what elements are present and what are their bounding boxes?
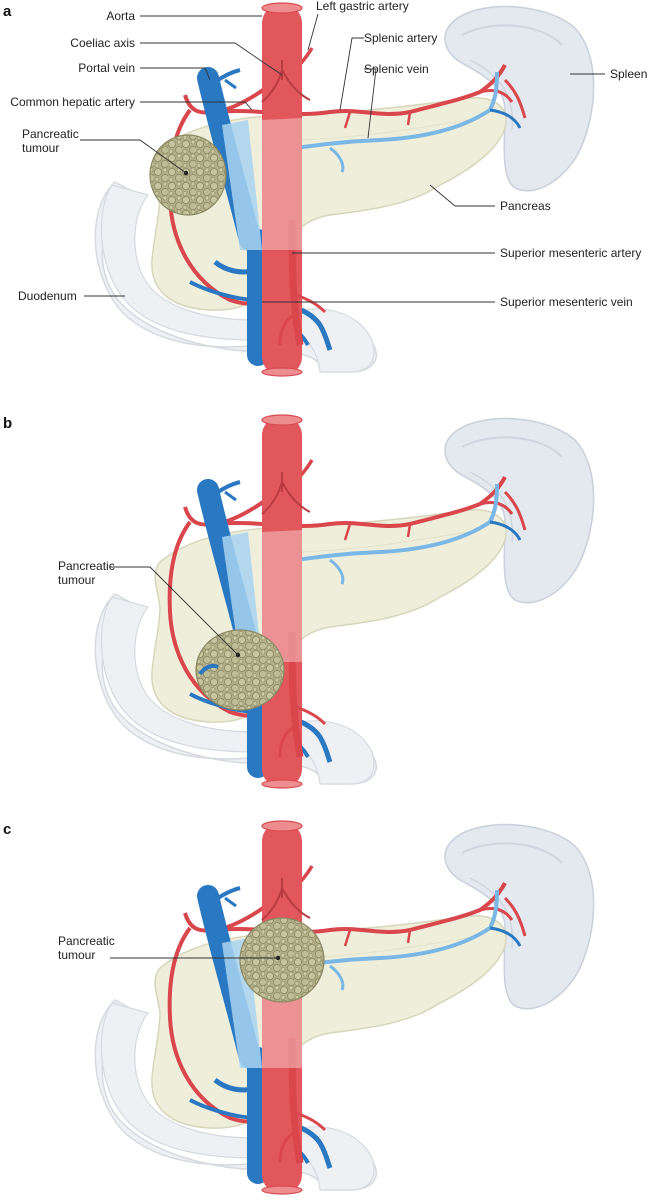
label-pancreatic-tumour-1: Pancreatic <box>58 934 115 948</box>
panel-a: a Aorta Coeliac axis Portal vein Common … <box>3 0 647 376</box>
label-pancreatic-tumour-2: tumour <box>58 948 95 962</box>
label-left-gastric-artery: Left gastric artery <box>316 0 409 13</box>
panel-letter: a <box>3 3 12 20</box>
panel-letter: b <box>3 415 12 432</box>
tumour-shape <box>149 134 227 216</box>
panel-c: c Pancreatic tumour <box>3 821 594 1194</box>
tumour-shape <box>239 917 325 1003</box>
label-splenic-artery: Splenic artery <box>364 31 437 45</box>
label-spleen: Spleen <box>610 67 647 81</box>
label-pancreas: Pancreas <box>500 199 551 213</box>
label-coeliac-axis: Coeliac axis <box>70 36 135 50</box>
label-pancreatic-tumour-2: tumour <box>58 573 95 587</box>
label-aorta: Aorta <box>106 9 135 23</box>
label-portal-vein: Portal vein <box>78 61 135 75</box>
tumour-shape <box>195 629 285 711</box>
panel-b: b Pancreatic tumour <box>3 415 594 788</box>
panel-letter: c <box>3 821 11 838</box>
label-common-hepatic-artery: Common hepatic artery <box>10 95 135 109</box>
label-pancreatic-tumour-1: Pancreatic <box>22 127 79 141</box>
label-duodenum: Duodenum <box>18 289 77 303</box>
label-superior-mesenteric-vein: Superior mesenteric vein <box>500 295 633 309</box>
label-splenic-vein: Splenic vein <box>364 62 429 76</box>
label-pancreatic-tumour-1: Pancreatic <box>58 559 115 573</box>
label-superior-mesenteric-artery: Superior mesenteric artery <box>500 246 641 260</box>
label-pancreatic-tumour-2: tumour <box>22 141 59 155</box>
